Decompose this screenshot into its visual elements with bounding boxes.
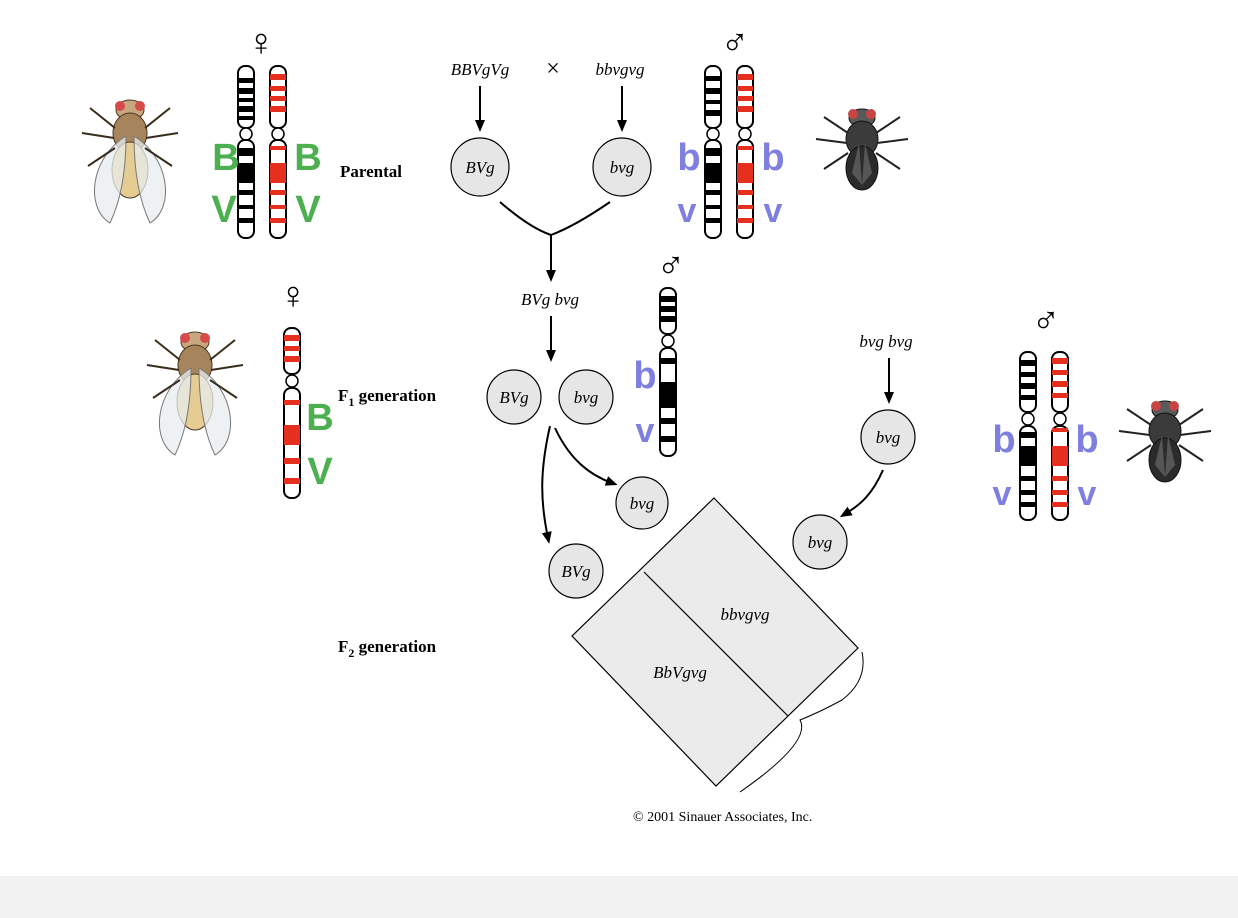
parental-male-fly-image (815, 108, 909, 191)
arrow-to-f2-gamete-bvg-dominant (541, 425, 552, 544)
f2-box-top-label: bbvgvg (720, 605, 769, 624)
female-symbol-icon: ♀ (247, 22, 276, 64)
parental-female-fly-image (81, 99, 179, 224)
f1-gamete-2 (558, 369, 614, 425)
f2-label-sub: 2 (348, 646, 354, 660)
f2-gamete-dominant (548, 543, 604, 599)
f1-male-allele-b: b (633, 355, 656, 397)
f1-male-allele-v: v (636, 412, 655, 450)
f2-gamete-recessive-label: bvg (808, 533, 833, 552)
parental-female-genotype: BBVgVg (451, 60, 510, 79)
parental-female-chromosome-black (237, 65, 255, 239)
f1-gamete-1-label: BVg (499, 388, 528, 407)
f2-label-rest: generation (354, 637, 436, 656)
f1-label-main: F (338, 386, 348, 405)
copyright: © 2001 Sinauer Associates, Inc. (633, 810, 812, 825)
test-male-fly-image (1118, 400, 1212, 483)
test-male-allele-v-left: v (993, 475, 1012, 513)
arrow-test-male-to-f2-gamete (839, 469, 884, 518)
f2-brace (739, 651, 864, 793)
f1-female-allele-b: B (306, 397, 333, 439)
parental-gamete-male (592, 137, 652, 197)
f2-label: F2 generation (338, 637, 437, 660)
parental-gamete-male-label: bvg (610, 158, 635, 177)
arrow-to-f2-gamete-bvg (554, 427, 618, 486)
f1-female-allele-v: V (307, 451, 333, 493)
fusion-lines (499, 201, 611, 237)
f1-recombined-gamete-label: bvg (630, 494, 655, 513)
parental-label: Parental (340, 162, 402, 181)
f1-genotype: BVg bvg (521, 290, 579, 309)
f1-gamete-2-label: bvg (574, 388, 599, 407)
f1-label: F1 generation (338, 386, 437, 409)
f1-male-chromosome (659, 287, 677, 457)
test-male-gamete-label: bvg (876, 428, 901, 447)
test-male-allele-b-left: b (992, 419, 1015, 461)
parental-gamete-female-label: BVg (465, 158, 494, 177)
test-male-genotype: bvg bvg (859, 332, 912, 351)
f1-label-sub: 1 (348, 395, 354, 409)
f2-gamete-recessive (792, 514, 848, 570)
parental-male-chromosome-red (736, 65, 754, 239)
parental-female-allele-b-left: B (212, 137, 239, 179)
f1-female-chromosome (283, 327, 301, 499)
f2-label-main: F (338, 637, 348, 656)
parental-female-allele-v-left: V (211, 189, 237, 231)
f1-recombined-gamete (615, 476, 669, 530)
test-male-allele-v-right: v (1078, 475, 1097, 513)
bottom-bar (0, 876, 1238, 918)
test-male-chromosome-black (1019, 351, 1037, 521)
parental-female-chromosome-red (269, 65, 287, 239)
parental-male-allele-b-left: b (677, 137, 700, 179)
f1-male-symbol-icon: ♂ (657, 245, 686, 287)
male-symbol-icon: ♂ (721, 22, 750, 64)
f2-punnett-box (571, 497, 864, 793)
parental-male-allele-v-left: v (678, 192, 697, 230)
f1-label-rest: generation (354, 386, 436, 405)
test-male-symbol-icon: ♂ (1032, 300, 1061, 342)
parental-gamete-female (450, 137, 510, 197)
parental-male-genotype: bbvgvg (595, 60, 644, 79)
f1-female-symbol-icon: ♀ (279, 275, 308, 317)
test-male-gamete (860, 409, 916, 465)
parental-male-chromosome-black (704, 65, 722, 239)
parental-male-allele-b-right: b (761, 137, 784, 179)
parental-female-allele-v-right: V (295, 189, 321, 231)
f2-gamete-dominant-label: BVg (561, 562, 590, 581)
f1-gamete-1 (486, 369, 542, 425)
parental-male-allele-v-right: v (764, 192, 783, 230)
test-male-chromosome-red (1051, 351, 1069, 521)
f2-box-bottom-label: BbVgvg (653, 663, 707, 682)
f1-female-fly-image (146, 331, 244, 456)
parental-female-allele-b-right: B (294, 137, 321, 179)
test-male-allele-b-right: b (1075, 419, 1098, 461)
cross-symbol: × (546, 56, 560, 82)
